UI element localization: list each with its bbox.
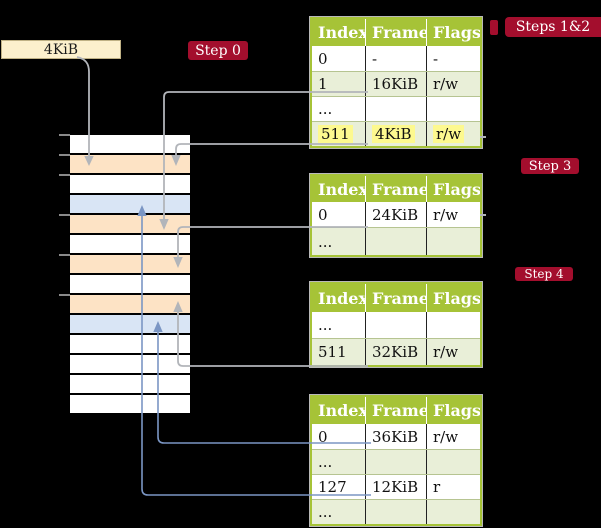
memory-row-0 xyxy=(70,135,190,155)
highlight: 511 xyxy=(318,125,353,143)
cell-frame xyxy=(365,228,426,255)
physical-memory-column xyxy=(70,135,190,415)
table-header-row: Index Frame Flags xyxy=(312,19,480,46)
cell-frame: 4KiB xyxy=(365,122,426,146)
frame-size-label: 4KiB xyxy=(1,40,121,59)
cell-index: 0 xyxy=(318,427,328,446)
table-row: 0 36KiB r/w xyxy=(312,424,480,449)
cell-frame: 32KiB xyxy=(365,339,426,365)
table-row: ... xyxy=(312,227,480,255)
memory-tick-4KiB xyxy=(59,154,70,156)
cell-index: 511 xyxy=(318,343,347,361)
col-header-flags: Flags xyxy=(426,284,480,312)
col-header-frame: Frame xyxy=(365,19,426,46)
memory-row-8 xyxy=(70,295,190,315)
table-row: 0 - - xyxy=(312,46,480,71)
cell-index: 0 xyxy=(318,205,328,224)
col-header-frame: Frame xyxy=(365,176,426,202)
cell-index: ... xyxy=(318,503,333,521)
col-header-flags: Flags xyxy=(426,19,480,46)
badge-steps-1-2: Steps 1&2 xyxy=(505,17,601,37)
cell-flags xyxy=(426,450,480,474)
table-header-row: Index Frame Flags xyxy=(312,397,480,424)
table-row: ... xyxy=(312,312,480,338)
cell-flags xyxy=(426,97,480,121)
cell-frame: 12KiB xyxy=(365,475,426,499)
col-header-index: Index xyxy=(318,288,365,308)
cell-flags: r xyxy=(426,475,480,499)
cell-index: 511 xyxy=(312,122,365,146)
cell-flags: - xyxy=(426,46,480,71)
cell-flags: r/w xyxy=(426,72,480,96)
col-header-flags: Flags xyxy=(426,176,480,202)
col-header-frame: Frame xyxy=(365,284,426,312)
cell-index: ... xyxy=(318,232,333,251)
cell-frame xyxy=(365,312,426,338)
cell-index: 1 xyxy=(318,75,328,93)
memory-tick-32KiB xyxy=(59,294,70,296)
cell-frame: 24KiB xyxy=(365,202,426,227)
page-table-step-3: Index Frame Flags 0 24KiB r/w ... xyxy=(310,174,482,257)
highlight: 4KiB xyxy=(372,125,415,143)
col-header-index: Index xyxy=(318,179,365,199)
memory-row-12 xyxy=(70,375,190,395)
cell-frame: 36KiB xyxy=(365,424,426,449)
col-header-frame: Frame xyxy=(365,397,426,424)
memory-tick-16KiB xyxy=(59,214,70,216)
cell-frame: - xyxy=(365,46,426,71)
page-table-step-4-upper: Index Frame Flags ... 511 32KiB r/w xyxy=(310,282,482,367)
table-row: 127 12KiB r xyxy=(312,474,480,499)
memory-row-9 xyxy=(70,315,190,335)
badge-step-0: Step 0 xyxy=(188,41,248,60)
badge-step-3: Step 3 xyxy=(521,158,579,174)
table-row-highlighted: 511 4KiB r/w xyxy=(312,121,480,146)
memory-row-6 xyxy=(70,255,190,275)
table-row: ... xyxy=(312,449,480,474)
table-row: 511 32KiB r/w xyxy=(312,338,480,365)
cell-flags xyxy=(426,312,480,338)
table-row: 0 24KiB r/w xyxy=(312,202,480,227)
col-header-index: Index xyxy=(318,401,365,420)
cell-index: 127 xyxy=(318,478,347,496)
memory-row-1 xyxy=(70,155,190,175)
cell-frame xyxy=(365,97,426,121)
cell-flags xyxy=(426,500,480,524)
cell-flags: r/w xyxy=(426,424,480,449)
memory-tick-8KiB xyxy=(59,174,70,176)
table-header-row: Index Frame Flags xyxy=(312,176,480,202)
memory-row-2 xyxy=(70,175,190,195)
table-row: ... xyxy=(312,499,480,524)
cell-index: ... xyxy=(318,100,333,118)
memory-row-13 xyxy=(70,395,190,415)
memory-row-4 xyxy=(70,215,190,235)
cell-frame: 16KiB xyxy=(365,72,426,96)
col-header-index: Index xyxy=(318,23,365,42)
cell-frame xyxy=(365,450,426,474)
cell-flags: r/w xyxy=(426,202,480,227)
page-table-step-4-lower: Index Frame Flags 0 36KiB r/w ... 127 12… xyxy=(310,395,482,526)
table-row: 1 16KiB r/w xyxy=(312,71,480,96)
cell-index: 0 xyxy=(318,49,328,68)
cell-flags: r/w xyxy=(426,122,480,146)
memory-tick-0KiB xyxy=(59,134,70,136)
badge-steps-1-2-notch xyxy=(490,20,498,35)
memory-row-3 xyxy=(70,195,190,215)
memory-row-10 xyxy=(70,335,190,355)
table-header-row: Index Frame Flags xyxy=(312,284,480,312)
memory-row-7 xyxy=(70,275,190,295)
table-row: ... xyxy=(312,96,480,121)
cell-index: ... xyxy=(318,316,333,334)
badge-step-4: Step 4 xyxy=(515,267,573,281)
page-table-steps-1-2: Index Frame Flags 0 - - 1 16KiB r/w ... … xyxy=(310,17,482,148)
cell-flags xyxy=(426,228,480,255)
memory-row-5 xyxy=(70,235,190,255)
memory-row-11 xyxy=(70,355,190,375)
highlight: r/w xyxy=(433,125,465,143)
cell-flags: r/w xyxy=(426,339,480,365)
col-header-flags: Flags xyxy=(426,397,480,424)
cell-index: ... xyxy=(318,453,333,471)
cell-frame xyxy=(365,500,426,524)
memory-tick-24KiB xyxy=(59,254,70,256)
